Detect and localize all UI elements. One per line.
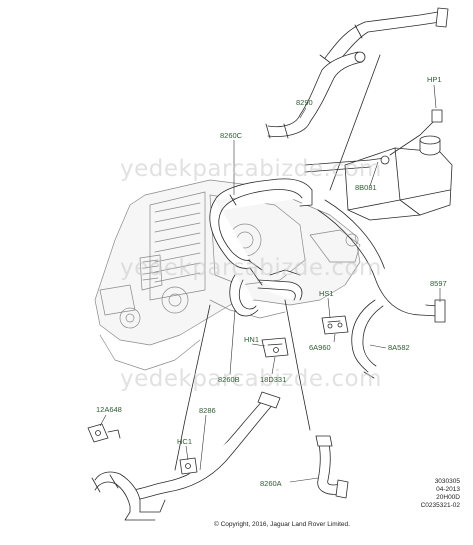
leader-lines (99, 84, 441, 483)
sensor-12a648 (87, 423, 121, 443)
reference-line-4: C0235321-02 (420, 502, 460, 509)
hose-8b081 (304, 109, 443, 173)
bracket-6a960 (321, 315, 349, 335)
reference-line-2: 04-2013 (436, 486, 460, 493)
clip-hc1 (179, 457, 198, 475)
engine-block (94, 179, 361, 371)
callout-8260a: 8260A (260, 479, 282, 488)
hose-8a582 (317, 199, 446, 379)
bleed-line (329, 54, 381, 191)
reference-line-3: 20H00D (436, 494, 460, 501)
expansion-tank (344, 135, 453, 221)
callout-hs1: HS1 (319, 289, 334, 298)
callout-8260c: 8260C (220, 131, 243, 140)
thin-pipe (174, 299, 311, 471)
watermark-bottom: yedekparcabizde.com (120, 366, 382, 392)
callout-8260b: 8260B (218, 375, 240, 384)
callout-8290: 8290 (296, 98, 313, 107)
hose-8260a (315, 435, 349, 499)
callout-hc1: HC1 (177, 437, 193, 446)
watermark-middle: yedekparcabizde.com (120, 255, 382, 281)
hose-lower-left (91, 471, 166, 521)
callout-6a960: 6A960 (309, 343, 331, 352)
callout-8b081: 8B081 (355, 183, 377, 192)
callout-18d331: 18D331 (260, 375, 287, 384)
callout-hp1: HP1 (427, 75, 442, 84)
hose-8260c (209, 178, 313, 271)
hose-8290 (265, 51, 366, 139)
copyright-text: © Copyright, 2016, Jaguar Land Rover Lim… (214, 521, 350, 528)
callout-12a648: 12A648 (96, 405, 122, 414)
callout-8286: 8286 (199, 406, 216, 415)
reference-line-1: 3030305 (434, 478, 460, 485)
hose-8260b (229, 267, 303, 317)
callout-hn1: HN1 (244, 335, 260, 344)
sensor-hn1 (261, 337, 289, 358)
reference-block: 3030305 04-2013 20H00D C0235321-02 (400, 478, 460, 510)
watermark-top: yedekparcabizde.com (120, 156, 382, 182)
callout-8a582: 8A582 (388, 343, 410, 352)
callout-8597: 8597 (430, 279, 447, 288)
